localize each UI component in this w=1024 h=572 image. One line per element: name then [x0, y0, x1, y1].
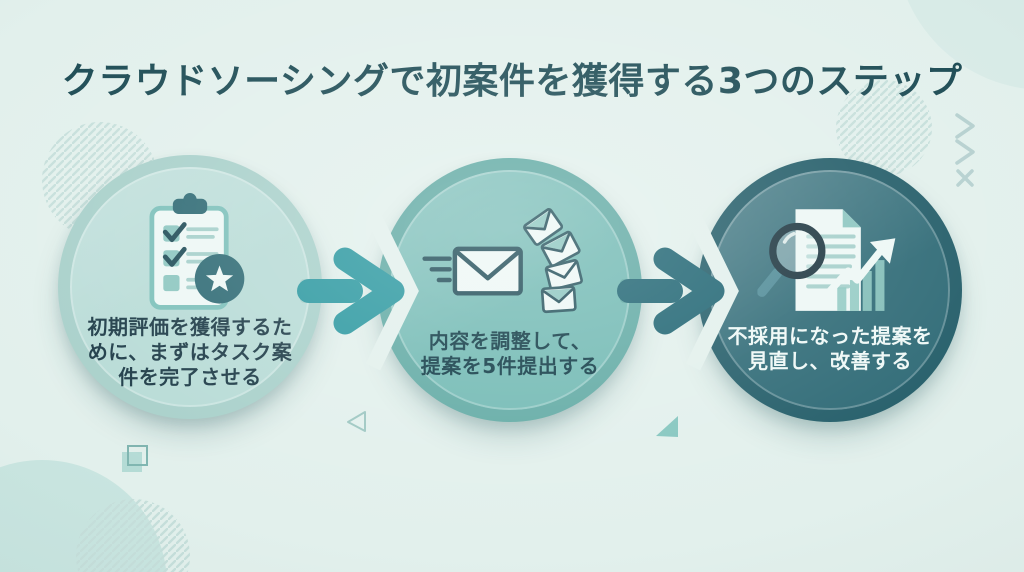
hatched-circle-step3	[836, 80, 932, 176]
step-1-circle: 初期評価を獲得するた めに、まずはタスク案 件を完了させる	[58, 155, 322, 419]
step-2-text: 内容を調整して、 提案を5件提出する	[378, 329, 642, 379]
triangle-outline-decoration	[347, 411, 366, 432]
step-2-circle-inner	[390, 170, 630, 410]
circle-notch	[365, 211, 419, 371]
circle-notch	[685, 211, 739, 371]
triangle-fill-decoration	[656, 416, 678, 437]
step-1-line-1: 初期評価を獲得するた	[87, 315, 293, 339]
step-2-line-2: 提案を5件提出する	[420, 354, 600, 378]
chevron-icon	[955, 113, 975, 139]
chevron-icon	[955, 139, 975, 165]
arrow-1	[297, 211, 419, 371]
step-3-text: 不採用になった提案を 見直し、改善する	[698, 324, 962, 374]
step-2-line-1: 内容を調整して、	[428, 329, 592, 353]
step-2-circle: 内容を調整して、 提案を5件提出する	[378, 158, 642, 422]
step-3-circle: 不採用になった提案を 見直し、改善する	[698, 158, 962, 422]
arrow-icon	[333, 247, 405, 335]
step-1-line-3: 件を完了させる	[118, 365, 262, 389]
magnifier-document-growth-icon	[757, 209, 896, 311]
corner-circle-top-right	[907, 0, 1024, 89]
cross-icon	[956, 169, 974, 187]
arrow-2	[617, 211, 739, 371]
sending-envelopes-icon	[422, 208, 583, 314]
square-decoration-fill	[122, 452, 142, 472]
arrow-icon	[653, 247, 725, 335]
step-3-line-1: 不採用になった提案を	[727, 324, 933, 348]
square-decoration-outline	[127, 445, 148, 466]
infographic-title: クラウドソーシングで初案件を獲得する3つのステップ	[61, 61, 963, 102]
chevrons-decoration	[955, 113, 975, 187]
step-1-line-2: めに、まずはタスク案	[87, 340, 293, 364]
clipboard-checklist-star-icon	[149, 193, 245, 310]
hatched-circle-bottom-left	[76, 499, 190, 572]
step-1-text: 初期評価を獲得するた めに、まずはタスク案 件を完了させる	[58, 315, 322, 390]
step-3-line-2: 見直し、改善する	[748, 349, 912, 373]
